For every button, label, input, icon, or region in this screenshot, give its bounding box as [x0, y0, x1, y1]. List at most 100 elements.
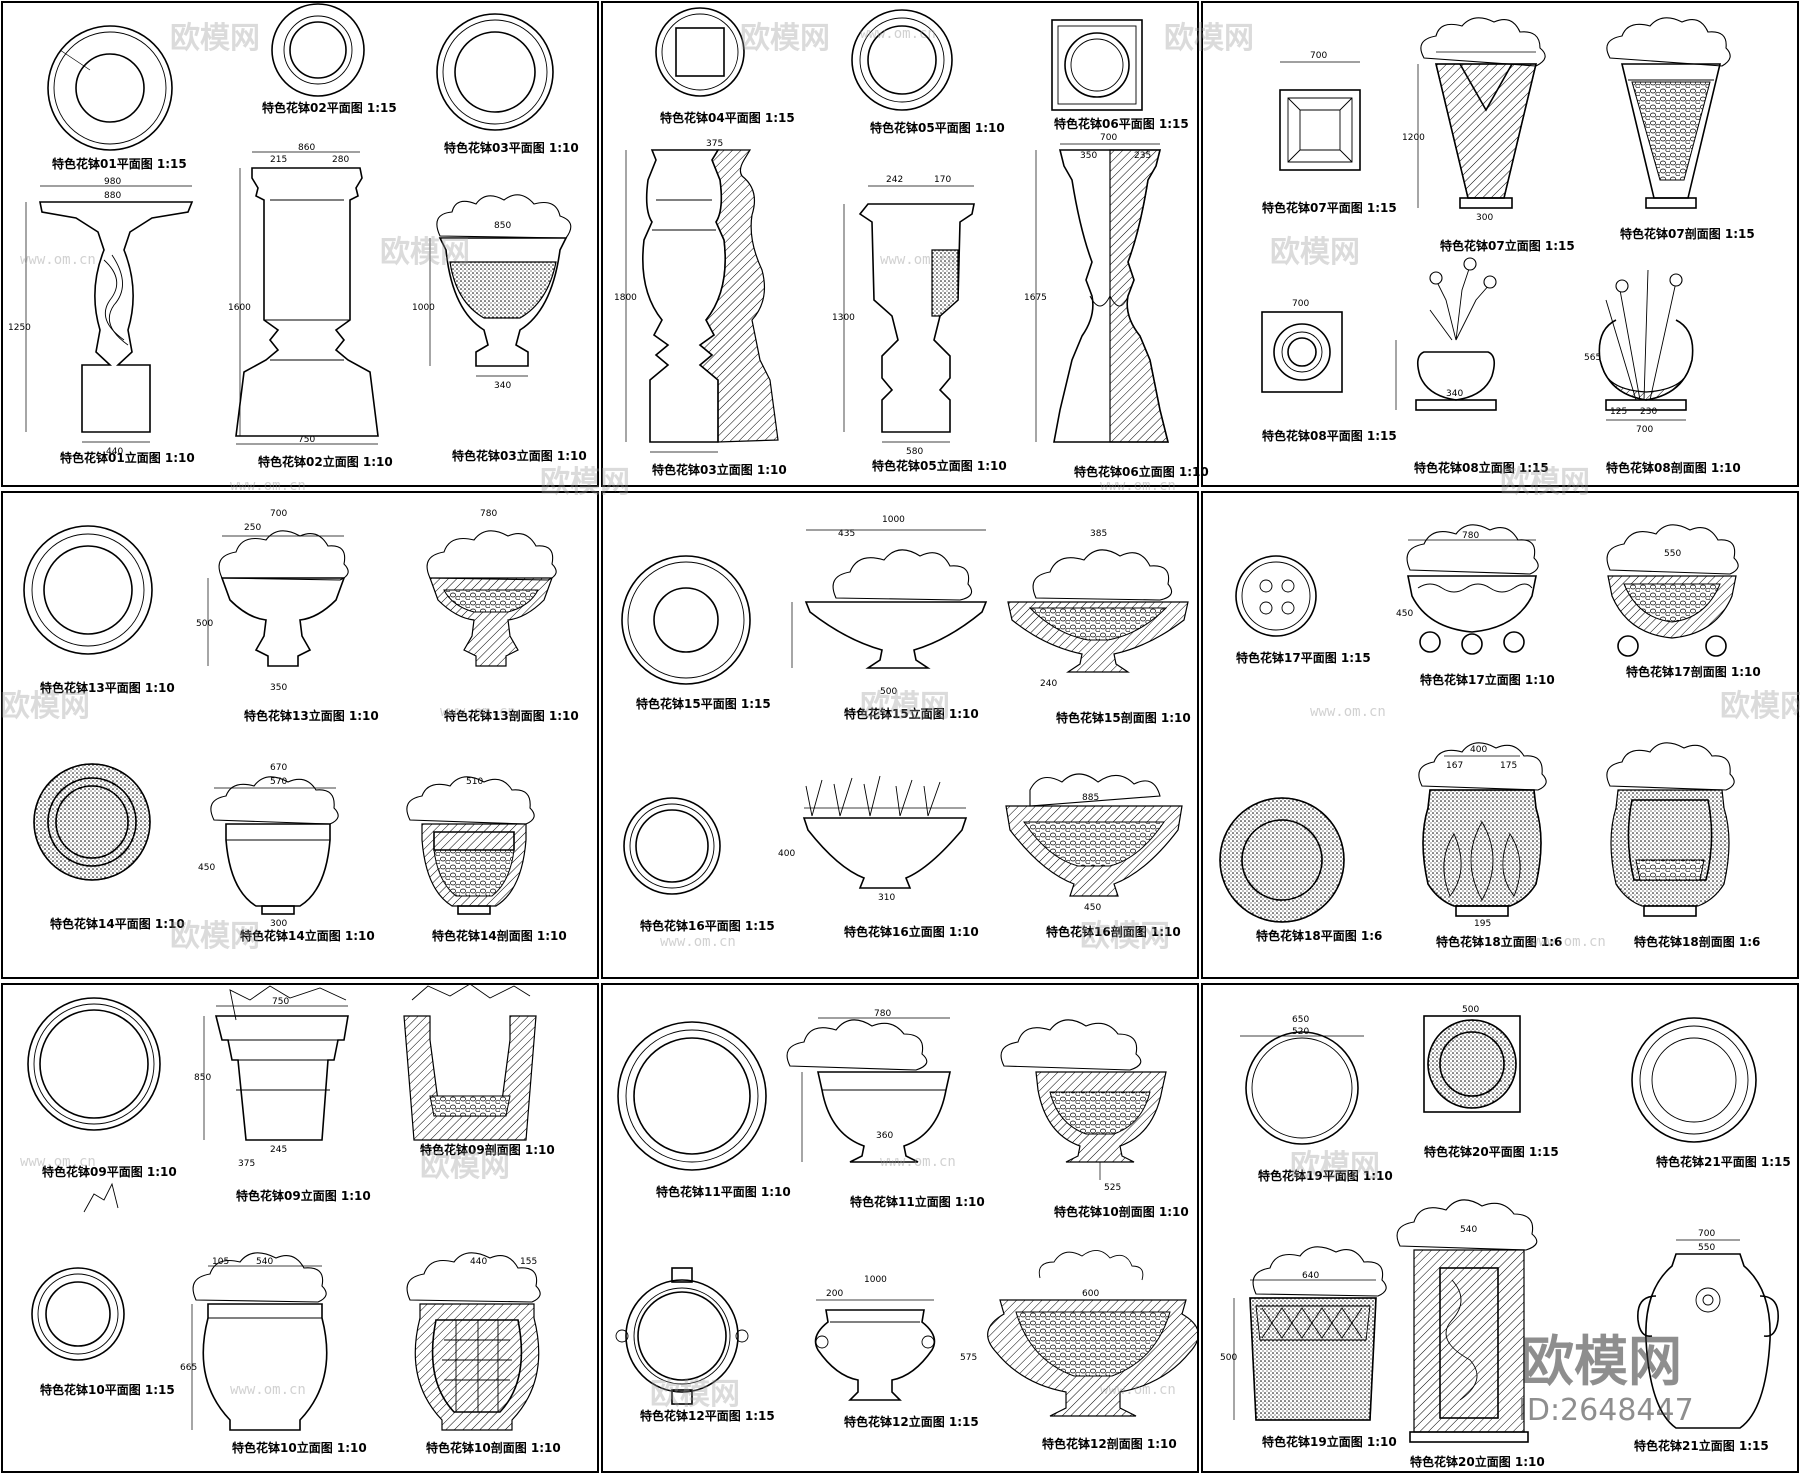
dimension-label: 400 [1470, 745, 1487, 755]
caption: 特色花钵06平面图 1:15 [1054, 116, 1189, 131]
planter-15-elevation [791, 529, 988, 669]
dimension-label: 640 [1302, 1271, 1319, 1281]
dimension-label: 450 [198, 863, 215, 873]
watermark-url: www.om.cn [1100, 478, 1176, 494]
planter-17-elevation [1406, 524, 1539, 655]
caption: 特色花钵13立面图 1:10 [244, 708, 379, 723]
dimension-label: 670 [270, 763, 287, 773]
brand-watermark: 欧模网 [1520, 1330, 1682, 1393]
dimension-label: 360 [876, 1131, 893, 1141]
planter-14-elevation [210, 776, 339, 915]
planter-16-elevation [802, 775, 968, 889]
caption: 特色花钵14平面图 1:10 [50, 916, 185, 931]
caption: 特色花钵02立面图 1:10 [258, 454, 393, 469]
watermark-text: 欧模网 [540, 465, 630, 500]
watermark-text: 欧模网 [860, 689, 950, 724]
caption: 特色花钵17剖面图 1:10 [1626, 664, 1761, 679]
planter-08-section [1598, 269, 1694, 421]
dimension-label: 1675 [1024, 293, 1047, 303]
caption: 特色花钵09平面图 1:10 [42, 1164, 177, 1179]
dimension-label: 200 [826, 1289, 843, 1299]
planter-11-elevation [786, 1017, 951, 1163]
caption: 特色花钵16立面图 1:10 [844, 924, 979, 939]
planter-14-plan [33, 763, 151, 881]
dimension-label: 750 [272, 997, 289, 1007]
planter-14-section [406, 776, 535, 915]
dimension-label: 440 [106, 447, 123, 457]
planter-06-elevation [1035, 143, 1170, 443]
planter-04-plan [655, 7, 745, 97]
dimension-label: 700 [1636, 425, 1653, 435]
dimension-label: 1200 [1402, 133, 1425, 143]
dimension-label: 510 [466, 777, 483, 787]
caption: 特色花钵15平面图 1:15 [636, 696, 771, 711]
planter-04-elevation [625, 149, 779, 453]
watermark-url: www.om.cn [1310, 704, 1386, 720]
watermark-url: www.om.cn [860, 26, 936, 42]
dimension-label: 980 [104, 177, 121, 187]
planter-03-elevation [429, 194, 572, 377]
caption: 特色花钵07立面图 1:15 [1440, 238, 1575, 253]
dimension-label: 375 [238, 1159, 255, 1169]
planter-17-section [1606, 524, 1739, 657]
caption: 特色花钵13平面图 1:10 [40, 680, 175, 695]
dimension-label: 500 [880, 687, 897, 697]
watermark-text: 欧模网 [740, 21, 830, 56]
planter-05-plan [851, 9, 953, 111]
panel-3: 特色花钵07平面图 1:15 特色花钵07立面图 1:15 特色花钵07剖面图 … [1261, 17, 1755, 475]
dimension-label: 280 [332, 155, 349, 165]
planter-12-plan [615, 1267, 749, 1405]
watermark-url: www.om.cn [660, 934, 736, 950]
caption: 特色花钵07剖面图 1:15 [1620, 226, 1755, 241]
planter-11-plan [617, 1021, 767, 1171]
caption: 特色花钵15剖面图 1:10 [1056, 710, 1191, 725]
dimension-label: 1600 [228, 303, 251, 313]
dimension-label: 300 [1476, 213, 1493, 223]
dimension-label: 575 [960, 1353, 977, 1363]
dimension-label: 700 [270, 509, 287, 519]
dimension-label: 750 [298, 435, 315, 445]
planter-06-plan [1051, 19, 1143, 111]
dimension-label: 375 [706, 139, 723, 149]
dimension-label: 700 [1310, 51, 1327, 61]
dimension-label: 170 [934, 175, 951, 185]
dimension-label: 780 [1462, 531, 1479, 541]
dimension-label: 340 [494, 381, 511, 391]
dimension-label: 850 [194, 1073, 211, 1083]
planter-02-elevation [235, 151, 379, 445]
caption: 特色花钵18立面图 1:6 [1436, 934, 1562, 949]
planter-18-section [1606, 742, 1735, 917]
dimension-label: 540 [256, 1257, 273, 1267]
dimension-label: 245 [270, 1145, 287, 1155]
dimension-label: 700 [1292, 299, 1309, 309]
dimension-label: 440 [470, 1257, 487, 1267]
caption: 特色花钵01立面图 1:10 [60, 450, 195, 465]
dimension-label: 1000 [412, 303, 435, 313]
caption: 特色花钵06立面图 1:10 [1074, 464, 1209, 479]
dimension-label: 780 [480, 509, 497, 519]
watermark-text: 欧模网 [170, 21, 260, 56]
caption: 特色花钵10立面图 1:10 [232, 1440, 367, 1455]
dimension-label: 155 [520, 1257, 537, 1267]
planter-07-elevation [1417, 17, 1546, 209]
planter-18-elevation [1418, 742, 1547, 917]
caption: 特色花钵03立面图 1:10 [652, 462, 787, 477]
caption: 特色花钵17立面图 1:10 [1420, 672, 1555, 687]
dimension-label: 1800 [614, 293, 637, 303]
dimension-label: 650 [1292, 1015, 1309, 1025]
caption: 特色花钵03立面图 1:10 [452, 448, 587, 463]
dimension-label: 520 [1292, 1027, 1309, 1037]
panel-5: 特色花钵15平面图 1:15 特色花钵15立面图 1:10 特色花钵15剖面图 … [621, 515, 1191, 939]
planter-19-plan [1240, 1031, 1364, 1145]
planter-15-plan [621, 555, 751, 685]
dimension-label: 880 [104, 191, 121, 201]
watermark-url: www.om.cn [20, 252, 96, 268]
dimension-label: 400 [778, 849, 795, 859]
watermark-text: 欧模网 [1720, 689, 1800, 724]
dimension-label: 450 [1396, 609, 1413, 619]
dimension-label: 1250 [8, 323, 31, 333]
planter-09-elevation [203, 985, 349, 1141]
dimension-label: 580 [906, 447, 923, 457]
dimension-label: 310 [878, 893, 895, 903]
